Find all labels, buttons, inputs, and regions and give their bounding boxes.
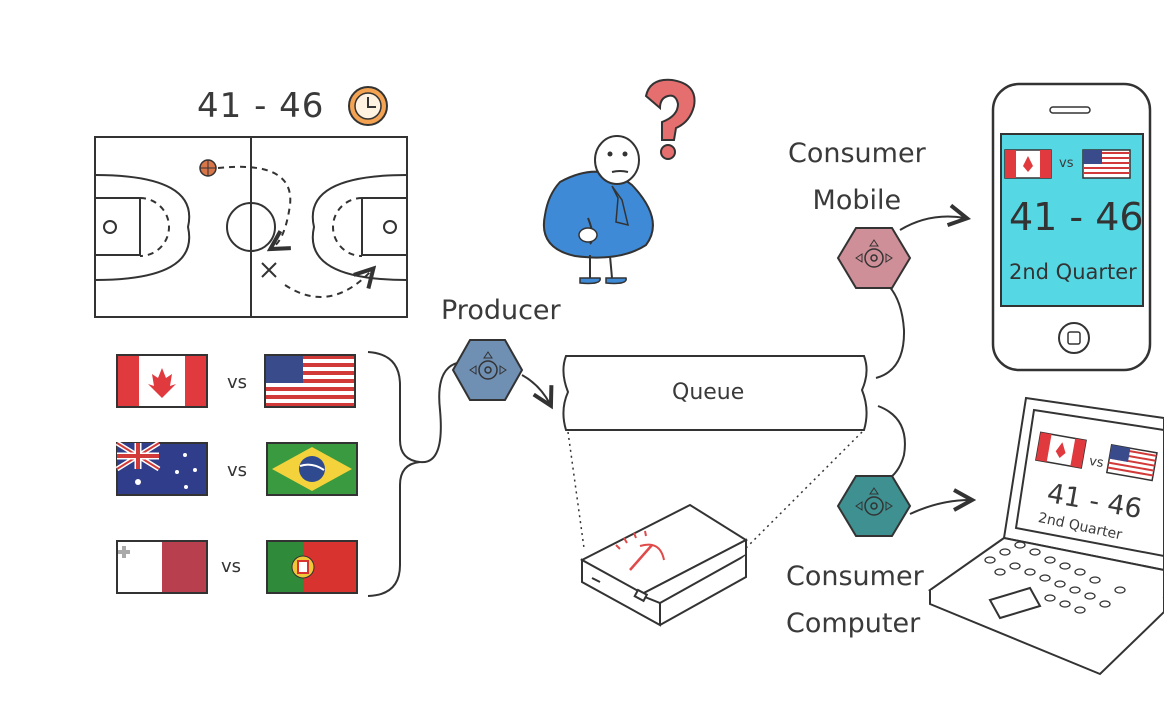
flag-brazil	[266, 442, 358, 496]
phone-quarter: 2nd Quarter	[1009, 260, 1137, 284]
server-icon	[579, 503, 749, 627]
queue-to-computer-line	[877, 405, 906, 479]
clock-icon	[348, 86, 388, 126]
queue-label: Queue	[672, 380, 745, 405]
producer-to-queue-arrow	[521, 374, 550, 404]
phone-vs: vs	[1059, 156, 1074, 171]
court-score: 41 - 46	[197, 86, 325, 126]
question-mark-icon	[644, 78, 696, 160]
flag-portugal	[266, 540, 358, 594]
consumer-computer-line2: Computer	[786, 608, 921, 639]
consumer-computer-line1: Consumer	[786, 561, 924, 592]
brace-connector	[419, 361, 463, 464]
producer-label: Producer	[441, 295, 561, 326]
phone-score: 41 - 46	[1009, 195, 1144, 239]
queue-server-dotted-right	[745, 431, 863, 549]
computer-arrow	[909, 500, 970, 515]
consumer-computer-label: Consumer Computer	[786, 553, 924, 647]
flag-australia	[115, 440, 208, 496]
mobile-arrow	[899, 217, 965, 231]
matches-brace	[367, 351, 421, 597]
queue-box	[562, 355, 868, 431]
phone-icon	[991, 82, 1152, 372]
match-2-vs: vs	[227, 460, 248, 481]
laptop-icon	[927, 396, 1164, 676]
flag-malta	[116, 540, 208, 594]
queue-server-dotted-left	[567, 431, 585, 549]
queue-to-mobile-line	[875, 284, 906, 379]
match-1-vs: vs	[227, 372, 248, 393]
consumer-mobile-line2: Mobile	[812, 185, 902, 216]
producer-hexagon-icon	[451, 339, 524, 401]
basketball-court	[94, 136, 408, 318]
confused-character	[542, 135, 654, 285]
consumer-mobile-hexagon-icon	[836, 227, 912, 289]
flag-canada	[116, 354, 208, 408]
laptop-vs: vs	[1087, 453, 1105, 472]
consumer-mobile-label: Consumer Mobile	[788, 130, 926, 224]
match-3-vs: vs	[221, 556, 242, 577]
flag-usa	[264, 354, 356, 408]
consumer-computer-hexagon-icon	[836, 475, 912, 537]
basketball-icon	[199, 159, 217, 177]
consumer-mobile-line1: Consumer	[788, 138, 926, 169]
